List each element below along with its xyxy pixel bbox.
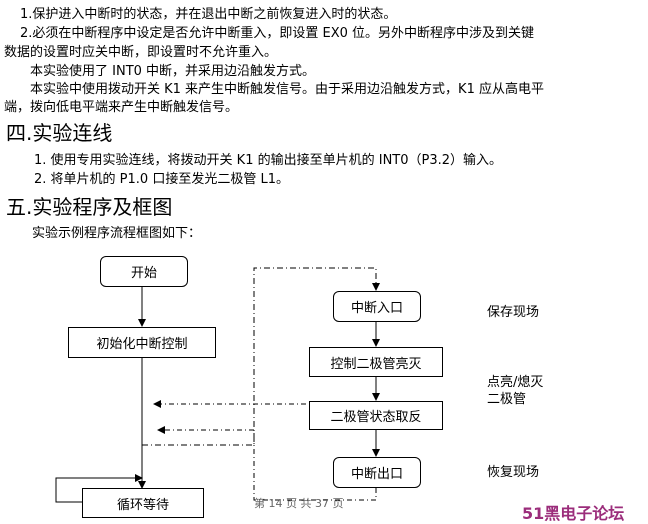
isr-invert: 二极管状态取反 xyxy=(309,401,443,430)
para-line-6: 端，拨向低电平端来产生中断触发信号。 xyxy=(4,100,239,115)
para-line-2: 2.必须在中断程序中设定是否允许中断重入，即设置 EX0 位。另外中断程序中涉及… xyxy=(20,26,535,41)
para-line-5: 本实验中使用拨动开关 K1 来产生中断触发信号。由于采用边沿触发方式，K1 应从… xyxy=(30,82,544,97)
para-line-4: 本实验使用了 INT0 中断，并采用边沿触发方式。 xyxy=(30,64,316,79)
flow-loop: 循环等待 xyxy=(82,488,204,518)
flow-start: 开始 xyxy=(100,256,188,287)
interrupt-jump-line xyxy=(142,267,380,446)
page-footer: 第 14 页 共 37 页 xyxy=(254,497,344,510)
forum-watermark: 51黑电子论坛 xyxy=(522,504,625,523)
section-4-item-2: 2. 将单片机的 P1.0 口接至发光二极管 L1。 xyxy=(34,172,289,187)
isr-exit: 中断出口 xyxy=(333,457,421,488)
section-5-heading: 五.实验程序及框图 xyxy=(6,195,173,219)
para-line-1: 1.保护进入中断时的状态，并在退出中断之前恢复进入时的状态。 xyxy=(20,7,397,22)
return-line-lower xyxy=(157,426,377,501)
note-led-toggle-1: 点亮/熄灭 xyxy=(487,375,544,390)
flow-init: 初始化中断控制 xyxy=(68,327,216,358)
section-5-intro: 实验示例程序流程框图如下： xyxy=(32,226,202,241)
section-4-heading: 四.实验连线 xyxy=(6,121,113,145)
isr-control: 控制二极管亮灭 xyxy=(309,347,443,377)
para-line-3: 数据的设置时应关中断，即设置时不允许重入。 xyxy=(4,45,278,60)
loop-back-line xyxy=(55,474,143,503)
note-save-context: 保存现场 xyxy=(487,305,540,320)
note-led-toggle-2: 二极管 xyxy=(487,392,527,407)
note-restore-context: 恢复现场 xyxy=(487,465,540,480)
section-4-item-1: 1. 使用专用实验连线，将拨动开关 K1 的输出接至单片机的 INT0（P3.2… xyxy=(34,153,503,168)
isr-entry: 中断入口 xyxy=(333,291,421,322)
